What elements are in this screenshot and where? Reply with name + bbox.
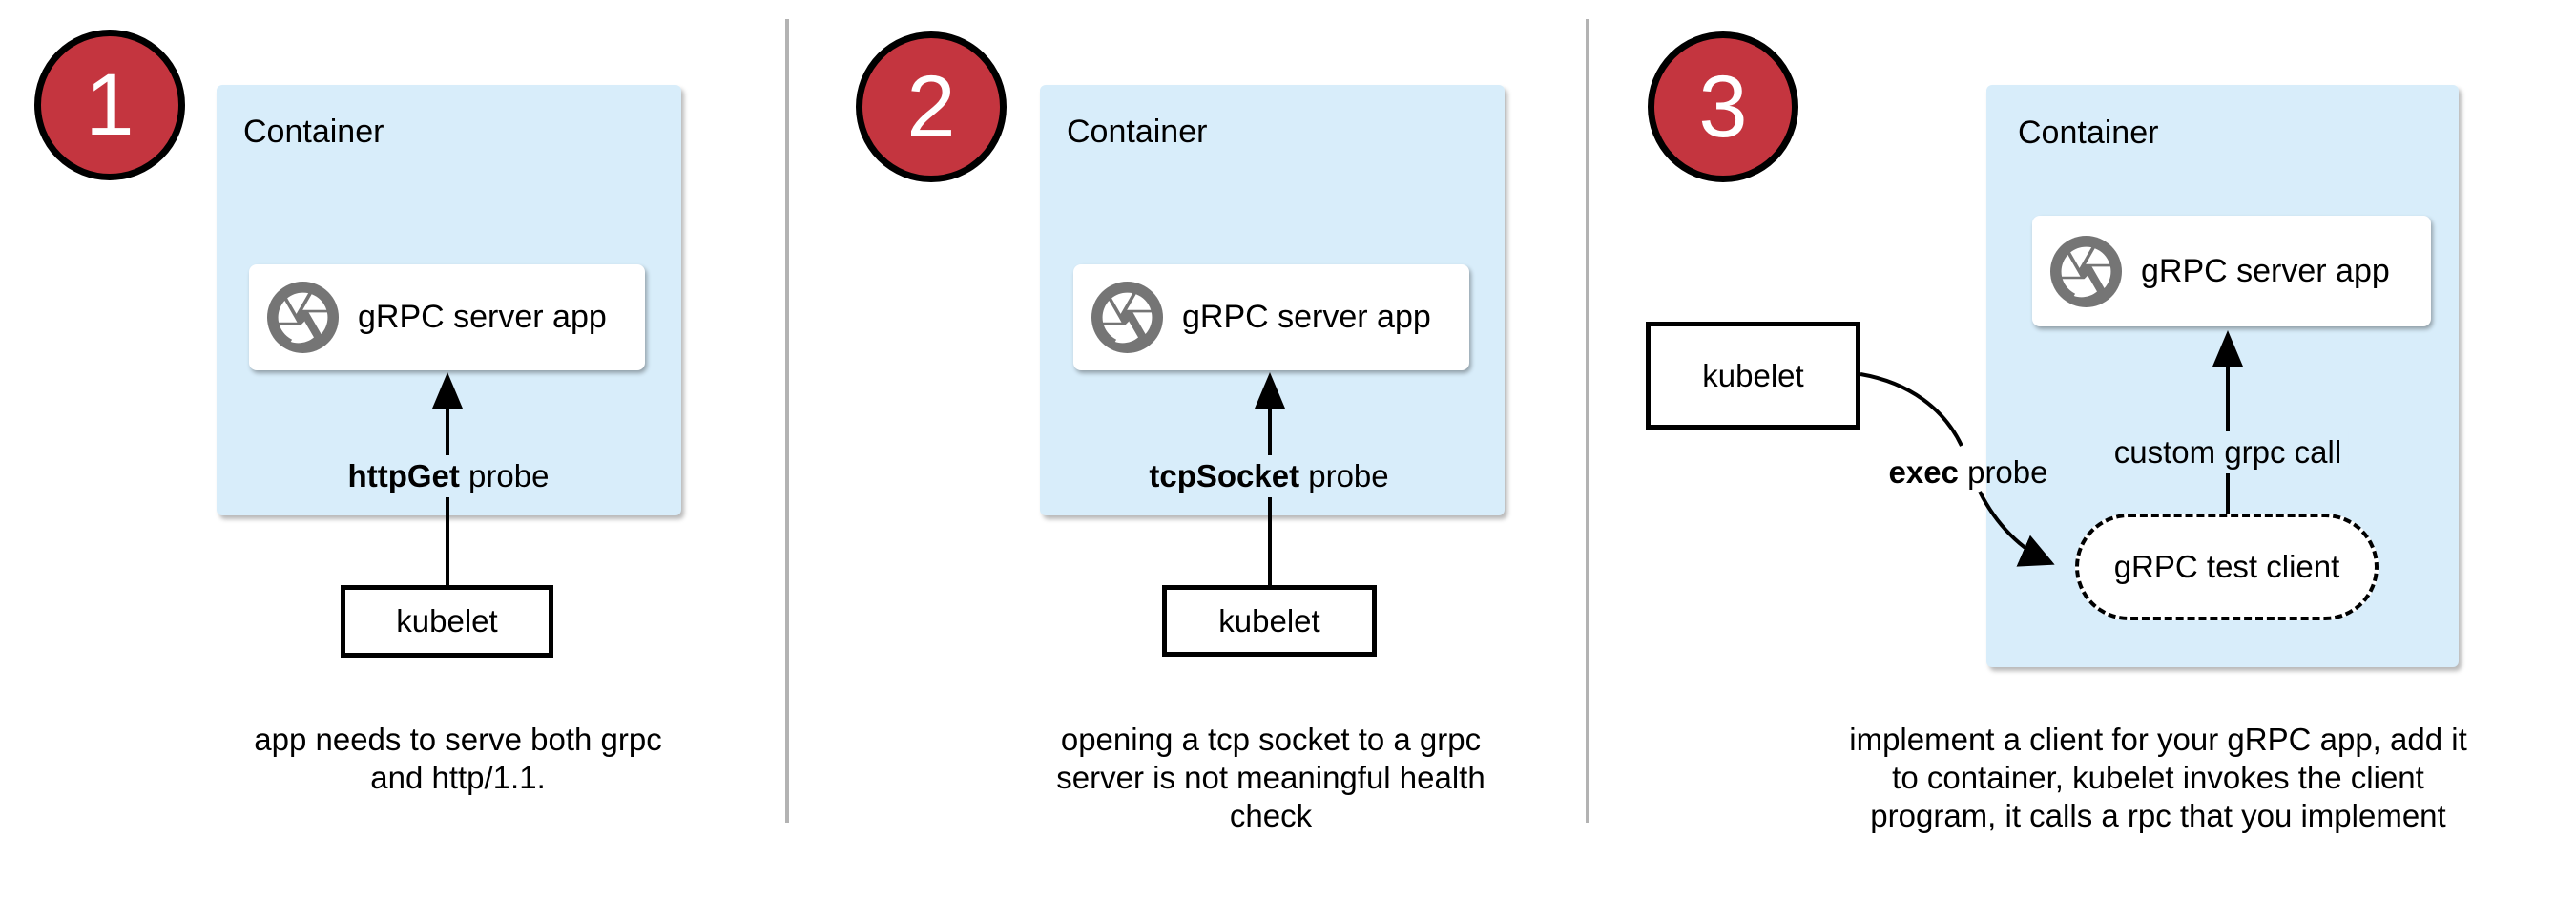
- arrow-head-up-2: [1255, 372, 1285, 409]
- probe-label-1: httpGet probe: [340, 455, 557, 497]
- grpc-server-app-label: gRPC server app: [358, 299, 607, 335]
- panel-divider-2: [1586, 19, 1589, 823]
- grpc-server-app-box-1: gRPC server app: [249, 264, 645, 370]
- grpc-server-app-box-3: gRPC server app: [2032, 216, 2431, 326]
- kubelet-label: kubelet: [396, 603, 498, 639]
- grpc-server-app-label: gRPC server app: [2141, 252, 2390, 289]
- probe-label-2: tcpSocket probe: [1141, 455, 1397, 497]
- kubelet-box-2: kubelet: [1162, 585, 1377, 657]
- grpc-test-client-pill: gRPC test client: [2075, 514, 2379, 620]
- step-2-number: 2: [906, 58, 956, 156]
- kubelet-label: kubelet: [1702, 357, 1804, 393]
- caption-2: opening a tcp socket to a grpc server is…: [1056, 722, 1485, 833]
- step-3-badge: 3: [1648, 31, 1798, 182]
- kubelet-box-3: kubelet: [1646, 322, 1860, 430]
- aperture-shutter-icon: [1091, 282, 1163, 353]
- probe-label-3: exec probe: [1888, 454, 2048, 490]
- caption-3: implement a client for your gRPC app, ad…: [1849, 722, 2467, 833]
- panel-divider-1: [785, 19, 789, 823]
- container-label-3: Container: [2018, 115, 2159, 151]
- aperture-shutter-icon: [2050, 235, 2122, 307]
- grpc-server-app-box-2: gRPC server app: [1073, 264, 1469, 370]
- caption-1: app needs to serve both grpc and http/1.…: [254, 722, 662, 795]
- grpc-server-app-label: gRPC server app: [1182, 299, 1431, 335]
- step-1-number: 1: [85, 56, 135, 154]
- step-2-badge: 2: [856, 31, 1007, 182]
- kubelet-label: kubelet: [1218, 602, 1320, 639]
- custom-grpc-call-label: custom grpc call: [2106, 431, 2350, 473]
- arrow-head-up-1: [432, 372, 463, 409]
- kubelet-box-1: kubelet: [341, 585, 553, 658]
- arrow-head-up-3: [2212, 330, 2243, 367]
- step-3-number: 3: [1698, 58, 1748, 156]
- step-1-badge: 1: [34, 30, 185, 180]
- container-label-2: Container: [1067, 114, 1208, 150]
- aperture-shutter-icon: [267, 282, 339, 353]
- container-label-1: Container: [243, 114, 384, 150]
- grpc-test-client-label: gRPC test client: [2113, 549, 2340, 584]
